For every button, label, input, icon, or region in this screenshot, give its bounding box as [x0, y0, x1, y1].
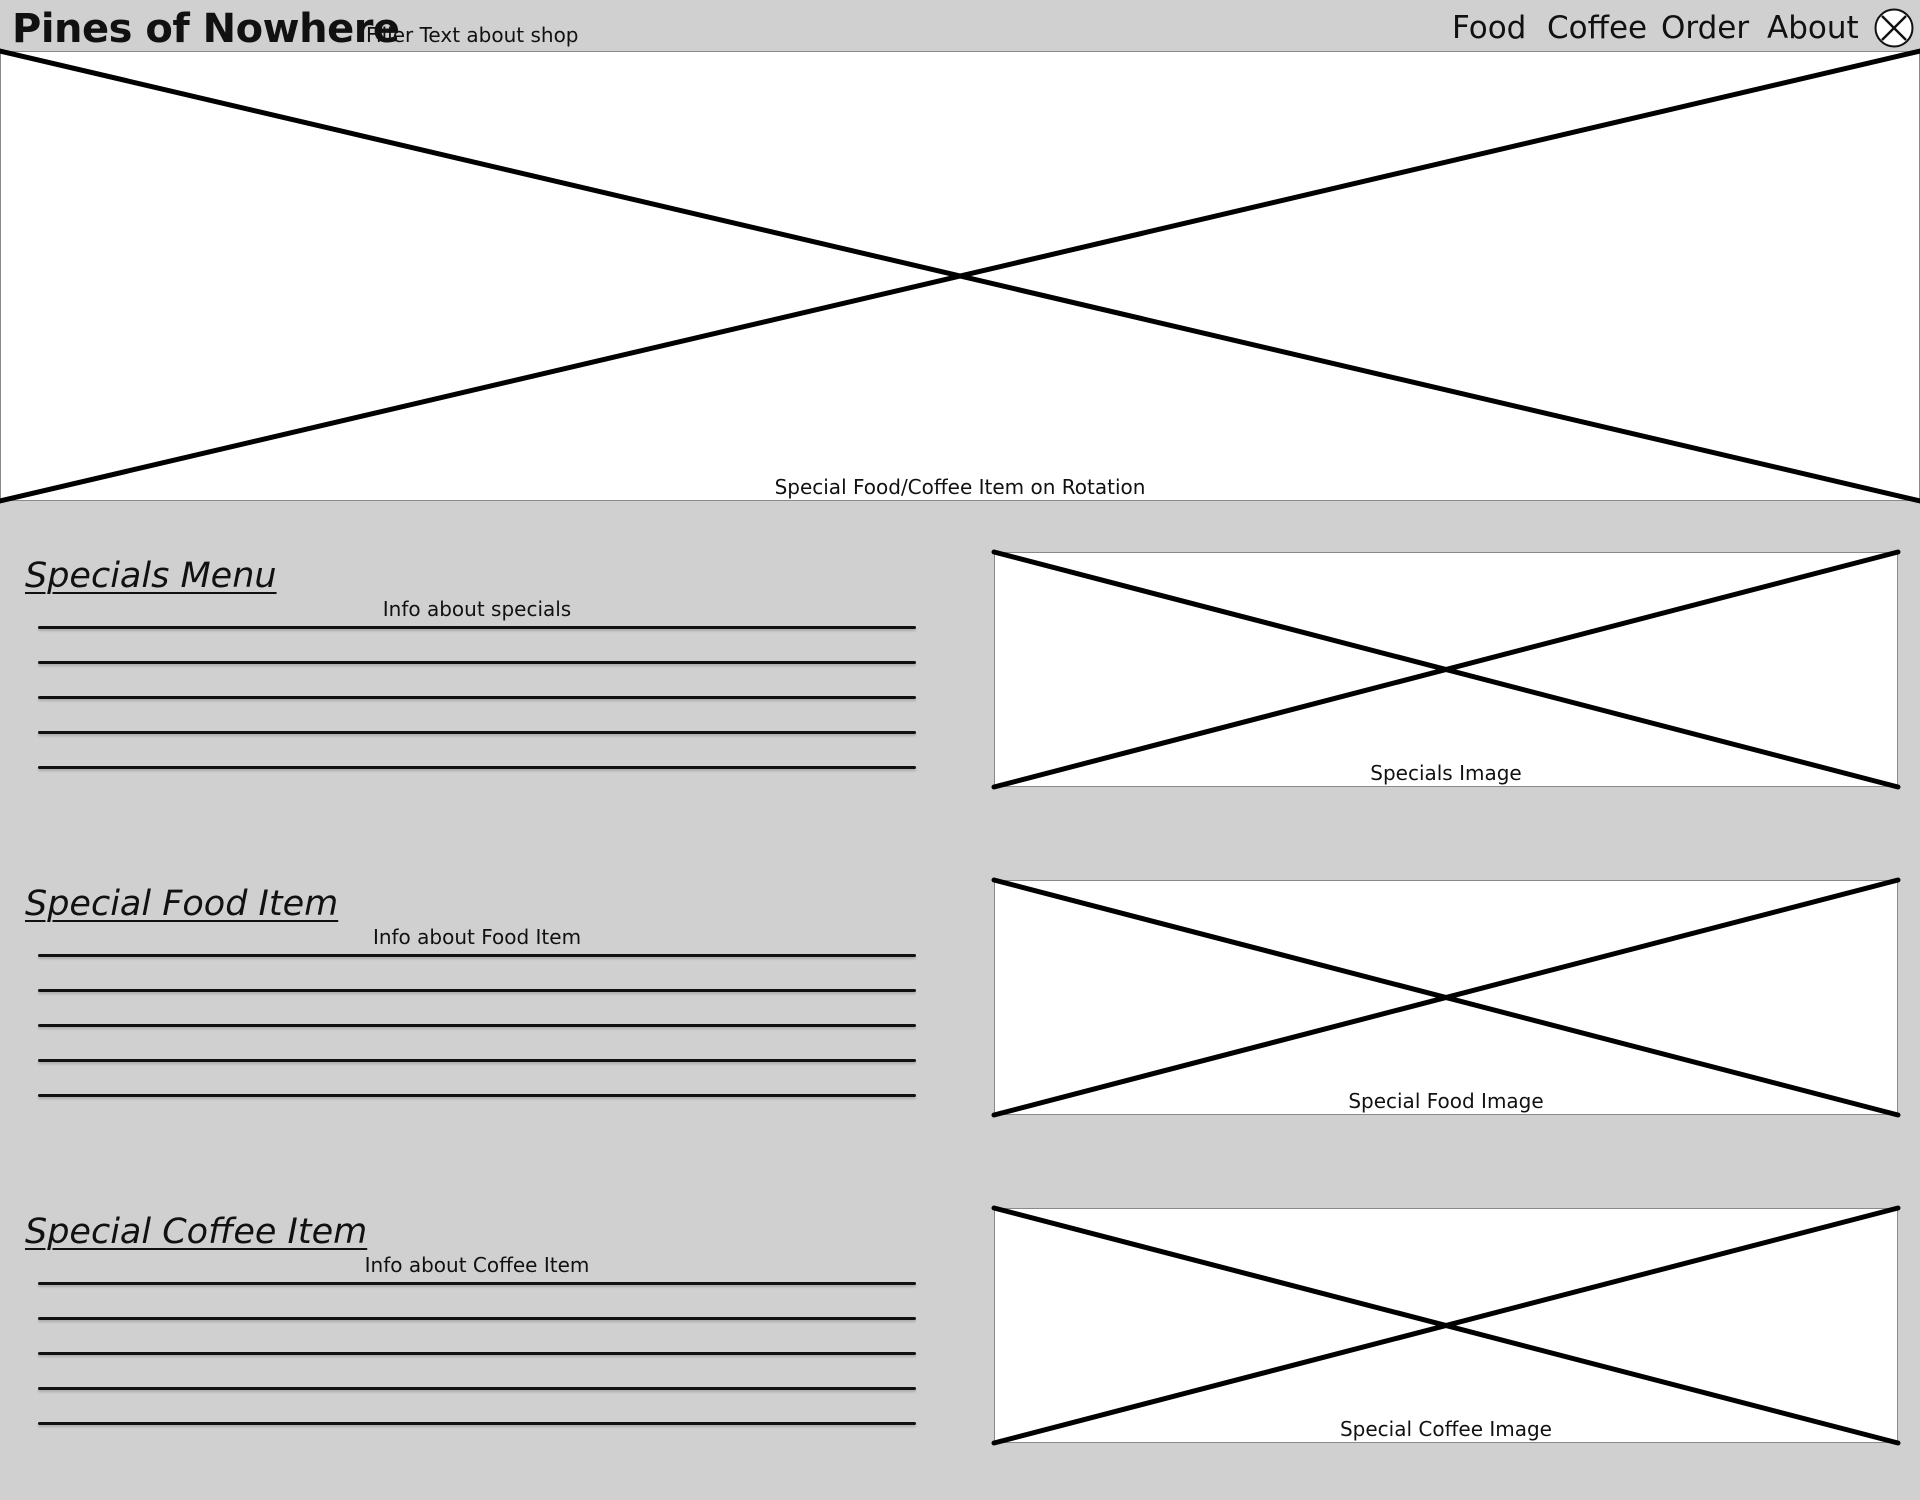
text-placeholder-line	[38, 954, 916, 957]
text-placeholder-line	[38, 696, 916, 699]
nav-link-coffee[interactable]: Coffee	[1547, 10, 1648, 46]
hero-caption: Special Food/Coffee Item on Rotation	[774, 475, 1146, 499]
text-placeholder-line	[38, 731, 916, 734]
text-placeholder-line	[38, 661, 916, 664]
image-placeholder-icon	[991, 877, 1901, 1118]
image-placeholder-icon	[991, 1205, 1901, 1446]
text-placeholder-line	[38, 626, 916, 629]
text-placeholder-line	[38, 766, 916, 769]
text-placeholder-line	[38, 1352, 916, 1355]
special-coffee-title[interactable]: Special Coffee Item	[25, 1212, 368, 1252]
site-title[interactable]: Pines of Nowhere	[12, 6, 400, 52]
image-placeholder-icon	[0, 48, 1920, 504]
text-placeholder-line	[38, 1024, 916, 1027]
image-placeholder-icon	[991, 549, 1901, 790]
text-placeholder-line	[38, 1282, 916, 1285]
special-coffee-image-placeholder: Special Coffee Image	[991, 1205, 1901, 1446]
special-food-info: Info about Food Item	[372, 925, 582, 949]
text-placeholder-line	[38, 1317, 916, 1320]
site-header: Pines of Nowhere Filler Text about shop …	[0, 0, 1920, 52]
text-placeholder-line	[38, 1422, 916, 1425]
specials-menu-info: Info about specials	[382, 597, 572, 621]
nav-link-order[interactable]: Order	[1661, 10, 1750, 46]
text-placeholder-line	[38, 1387, 916, 1390]
nav-link-about[interactable]: About	[1767, 10, 1859, 46]
text-placeholder-line	[38, 1059, 916, 1062]
special-coffee-image-caption: Special Coffee Image	[1339, 1417, 1552, 1441]
special-food-image-placeholder: Special Food Image	[991, 877, 1901, 1118]
nav-link-food[interactable]: Food	[1452, 10, 1527, 46]
hero-image-placeholder: Special Food/Coffee Item on Rotation	[0, 48, 1920, 504]
text-placeholder-line	[38, 1094, 916, 1097]
close-button[interactable]	[1874, 8, 1914, 48]
site-tagline: Filler Text about shop	[366, 23, 579, 47]
specials-menu-title[interactable]: Specials Menu	[25, 556, 277, 596]
text-placeholder-line	[38, 989, 916, 992]
specials-image-placeholder: Specials Image	[991, 549, 1901, 790]
special-food-title[interactable]: Special Food Item	[25, 884, 339, 924]
close-circle-icon	[1874, 8, 1914, 48]
specials-image-caption: Specials Image	[1370, 761, 1522, 785]
special-food-image-caption: Special Food Image	[1348, 1089, 1544, 1113]
special-coffee-info: Info about Coffee Item	[364, 1253, 590, 1277]
